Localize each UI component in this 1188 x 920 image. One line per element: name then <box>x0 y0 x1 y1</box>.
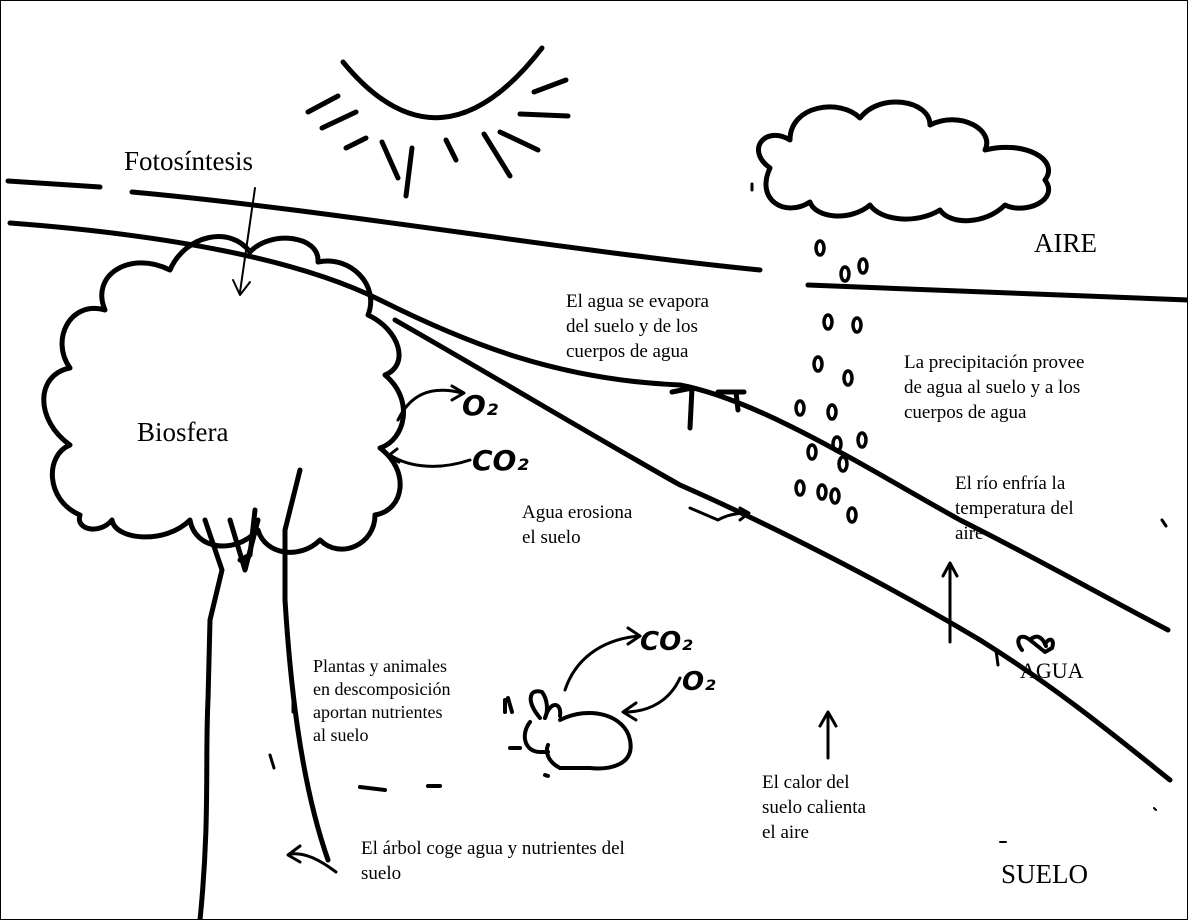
label-line: aire <box>955 523 984 544</box>
sun-icon <box>305 45 571 199</box>
rabbit-icon <box>503 689 633 778</box>
label-line: Plantas y animales <box>313 656 447 676</box>
arrow-icon <box>286 844 338 874</box>
gas-labels: O₂ CO₂ CO₂ O₂ <box>462 389 716 697</box>
label-line: El agua se evapora <box>566 291 709 312</box>
label-precipitation: La precipitación provee de agua al suelo… <box>904 350 1084 425</box>
speck <box>994 648 1000 667</box>
speck <box>1153 807 1157 811</box>
label-line: Agua erosiona <box>522 502 633 523</box>
label-line: El árbol coge agua y nutrientes del <box>361 838 625 859</box>
label-decomposition: Plantas y animales en descomposición apo… <box>313 655 450 747</box>
river-bank-lower <box>392 317 1173 783</box>
arrow-icon <box>386 447 472 468</box>
arrow-icon <box>941 561 959 644</box>
label-fotosintesis: Fotosíntesis <box>124 146 254 176</box>
arrow-icon <box>818 710 838 760</box>
label-line: cuerpos de agua <box>904 402 1027 423</box>
arrow-icon <box>232 187 256 296</box>
decomposition-dashes <box>358 784 442 792</box>
label-agua: AGUA <box>1020 658 1084 683</box>
co2-label: CO₂ <box>472 444 529 477</box>
label-line: al suelo <box>313 725 369 745</box>
label-line: cuerpos de agua <box>566 341 689 362</box>
label-line: aportan nutrientes <box>313 702 443 722</box>
label-aire: AIRE <box>1034 228 1097 258</box>
evaporation-marks <box>669 385 747 431</box>
label-biosfera: Biosfera <box>137 417 229 447</box>
co2-label: CO₂ <box>640 627 693 657</box>
cloud-icon <box>756 99 1052 224</box>
label-suelo: SUELO <box>1001 859 1088 889</box>
tree-icon <box>41 234 406 920</box>
arrow-icon <box>621 676 682 722</box>
raindrop-icon <box>794 239 869 524</box>
label-river-cools-air: El río enfría la temperatura del aire <box>955 471 1074 546</box>
arrow-icon <box>688 506 751 522</box>
o2-label: O₂ <box>462 389 499 422</box>
label-evaporation: El agua se evapora del suelo y de los cu… <box>566 289 709 364</box>
air-boundary-line <box>5 178 1188 303</box>
label-line: La precipitación provee <box>904 352 1085 373</box>
label-line: el suelo <box>522 527 581 548</box>
label-line: de agua al suelo y a los <box>904 377 1081 398</box>
speck <box>1160 518 1168 528</box>
label-erosion: Agua erosiona el suelo <box>522 500 632 550</box>
label-line: temperatura del <box>955 498 1074 519</box>
label-line: del suelo y de los <box>566 316 698 337</box>
river-bank-upper <box>7 220 1171 633</box>
label-line: el aire <box>762 822 809 843</box>
arrow-icon <box>563 626 642 692</box>
o2-label: O₂ <box>682 667 716 697</box>
label-tree-water: El árbol coge agua y nutrientes del suel… <box>361 836 625 886</box>
label-line: suelo <box>361 863 402 884</box>
label-line: El calor del <box>762 772 850 793</box>
fish-icon <box>1016 634 1055 654</box>
label-soil-heat: El calor del suelo calienta el aire <box>762 770 866 845</box>
label-line: en descomposición <box>313 679 451 699</box>
arrow-icon <box>396 384 466 422</box>
label-line: suelo calienta <box>762 797 866 818</box>
label-line: El río enfría la <box>955 473 1066 494</box>
